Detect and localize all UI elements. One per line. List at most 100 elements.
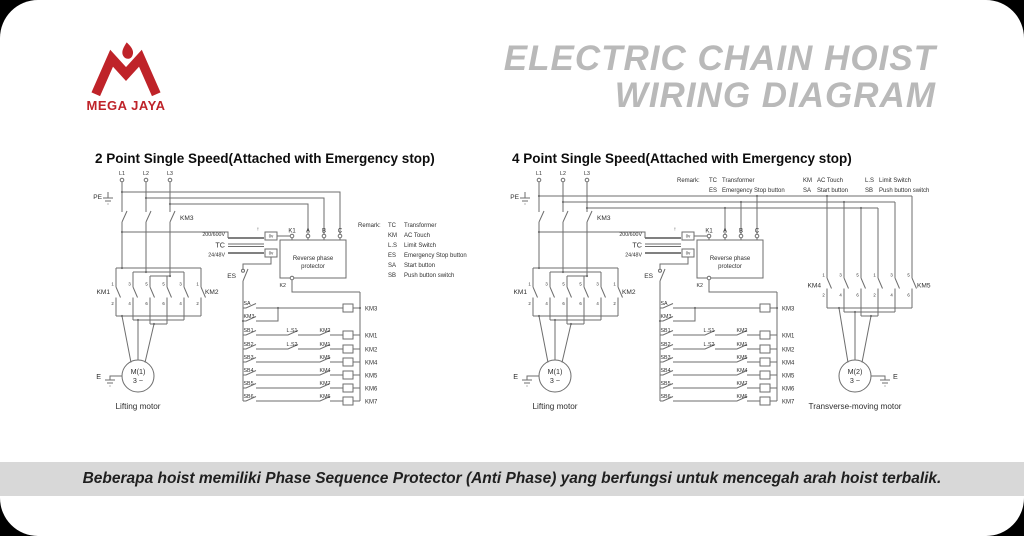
page-title: ELECTRIC CHAIN HOIST WIRING DIAGRAM bbox=[504, 40, 936, 114]
k2-terminal-label: K2 bbox=[280, 283, 287, 289]
svg-text:KM3: KM3 bbox=[782, 307, 795, 313]
up-arrow-icon: ↑ bbox=[674, 227, 677, 233]
svg-text:KM2: KM2 bbox=[782, 348, 795, 354]
svg-text:KM2: KM2 bbox=[737, 328, 748, 334]
svg-text:6: 6 bbox=[145, 301, 148, 306]
svg-text:5: 5 bbox=[579, 282, 582, 287]
svg-text:SB6: SB6 bbox=[661, 394, 671, 400]
reverse-phase-protector: K1 A B C Reverse phase protector K2 bbox=[279, 229, 360, 293]
up-arrow-icon: ↑ bbox=[257, 227, 260, 233]
svg-text:SB2: SB2 bbox=[661, 342, 671, 348]
secondary-voltage-label: 24/48V bbox=[625, 253, 642, 259]
svg-text:SA: SA bbox=[803, 188, 811, 194]
svg-text:TC: TC bbox=[388, 223, 397, 229]
ground-icon bbox=[103, 192, 113, 205]
svg-text:protector: protector bbox=[718, 264, 742, 270]
svg-text:SB: SB bbox=[865, 188, 873, 194]
svg-text:4: 4 bbox=[839, 293, 842, 298]
power-section: L1 L2 L3 KM3 PE bbox=[510, 171, 913, 278]
transformer: 0v 0v 200/600V TC 24/48V ↑ bbox=[619, 227, 708, 270]
phase-label: L2 bbox=[143, 171, 149, 177]
km1-label: KM1 bbox=[96, 289, 110, 296]
svg-text:1: 1 bbox=[111, 282, 114, 287]
svg-text:Transformer: Transformer bbox=[404, 223, 436, 229]
svg-text:ES: ES bbox=[644, 273, 653, 280]
svg-text:5: 5 bbox=[907, 273, 910, 278]
svg-text:KM1: KM1 bbox=[320, 342, 331, 348]
svg-text:Limit Switch: Limit Switch bbox=[879, 178, 911, 184]
svg-text:KM1: KM1 bbox=[737, 342, 748, 348]
svg-text:3: 3 bbox=[179, 282, 182, 287]
svg-text:L.S2: L.S2 bbox=[287, 342, 298, 348]
svg-text:KM6: KM6 bbox=[320, 394, 331, 400]
rpp-name: protector bbox=[301, 264, 325, 270]
svg-text:SB2: SB2 bbox=[244, 342, 254, 348]
svg-text:KM2: KM2 bbox=[320, 328, 331, 334]
coil-label: KM3 bbox=[365, 307, 378, 313]
zero-volt-label: 0v bbox=[269, 234, 274, 239]
svg-text:KM4: KM4 bbox=[782, 361, 795, 367]
remark-block: Remark: TC Transformer KM AC Touch L.S L… bbox=[358, 223, 467, 279]
brand-name: MEGA JAYA bbox=[86, 98, 166, 113]
c-terminal-label: C bbox=[338, 229, 343, 235]
km2-label: KM2 bbox=[205, 289, 219, 296]
svg-text:L.S: L.S bbox=[388, 243, 397, 249]
svg-text:6: 6 bbox=[856, 293, 859, 298]
svg-text:1: 1 bbox=[196, 282, 199, 287]
svg-text:B: B bbox=[739, 229, 743, 235]
svg-text:KM7: KM7 bbox=[782, 400, 795, 406]
svg-text:M(1): M(1) bbox=[548, 367, 563, 376]
svg-text:KM: KM bbox=[803, 178, 812, 184]
svg-text:KM2: KM2 bbox=[622, 289, 636, 296]
svg-text:C: C bbox=[755, 229, 760, 235]
svg-text:2: 2 bbox=[196, 301, 199, 306]
svg-text:L.S1: L.S1 bbox=[287, 328, 298, 334]
motor-caption: Lifting motor bbox=[115, 402, 160, 411]
km3-label: KM3 bbox=[597, 215, 611, 222]
svg-text:Start button: Start button bbox=[817, 188, 848, 194]
svg-text:4: 4 bbox=[128, 301, 131, 306]
phase-label: L3 bbox=[584, 171, 590, 177]
zero-volt-label: 0v bbox=[686, 234, 691, 239]
svg-text:KM5: KM5 bbox=[737, 355, 748, 361]
start-button-label: SA bbox=[244, 301, 252, 307]
svg-text:5: 5 bbox=[562, 282, 565, 287]
svg-text:3: 3 bbox=[128, 282, 131, 287]
svg-text:KM6: KM6 bbox=[782, 387, 795, 393]
ground-icon bbox=[105, 375, 122, 387]
footer-note: Beberapa hoist memiliki Phase Sequence P… bbox=[82, 470, 942, 487]
svg-text:Lifting motor: Lifting motor bbox=[532, 402, 577, 411]
svg-text:AC Touch: AC Touch bbox=[817, 178, 843, 184]
svg-text:Emergency Stop button: Emergency Stop button bbox=[404, 253, 467, 259]
svg-text:Push button switch: Push button switch bbox=[879, 188, 929, 194]
remark-block: Remark: TC Transformer KM AC Touch L.S L… bbox=[677, 178, 929, 194]
km4-km5-contactors: 1 3 5 1 3 5 2 4 6 2 4 6 KM4 KM5 bbox=[807, 273, 931, 363]
svg-text:KM1: KM1 bbox=[782, 334, 795, 340]
tc-label: TC bbox=[215, 241, 225, 250]
svg-text:SB5: SB5 bbox=[244, 381, 254, 387]
svg-text:6: 6 bbox=[579, 301, 582, 306]
svg-text:TC: TC bbox=[709, 178, 718, 184]
coil-symbol bbox=[342, 303, 354, 313]
svg-text:Reverse phase: Reverse phase bbox=[710, 256, 751, 262]
phase-label: L3 bbox=[167, 171, 173, 177]
flame-icon bbox=[122, 42, 134, 59]
svg-text:KM1: KM1 bbox=[365, 334, 378, 340]
phase-label: L2 bbox=[560, 171, 566, 177]
svg-text:KM5: KM5 bbox=[365, 374, 378, 380]
lifting-motor: M(1) 3 ~ Lifting motor E bbox=[96, 359, 161, 411]
svg-text:1: 1 bbox=[822, 273, 825, 278]
svg-text:5: 5 bbox=[856, 273, 859, 278]
a-terminal-label: A bbox=[306, 229, 310, 235]
diagram-left-title: 2 Point Single Speed(Attached with Emerg… bbox=[95, 151, 435, 166]
holding-contact-label: KM3 bbox=[244, 314, 255, 320]
svg-text:2: 2 bbox=[873, 293, 876, 298]
m-mark bbox=[91, 49, 161, 97]
rpp-name: Reverse phase bbox=[293, 256, 334, 262]
remark-label: Remark: bbox=[677, 178, 700, 184]
phase-label: L1 bbox=[119, 171, 125, 177]
control-ladder: ES SA KM3 KM3 SB1 L.S1 KM2 KM1 SB2 L.S2 … bbox=[644, 268, 795, 406]
svg-text:SB5: SB5 bbox=[661, 381, 671, 387]
km4-label: KM4 bbox=[807, 283, 821, 290]
